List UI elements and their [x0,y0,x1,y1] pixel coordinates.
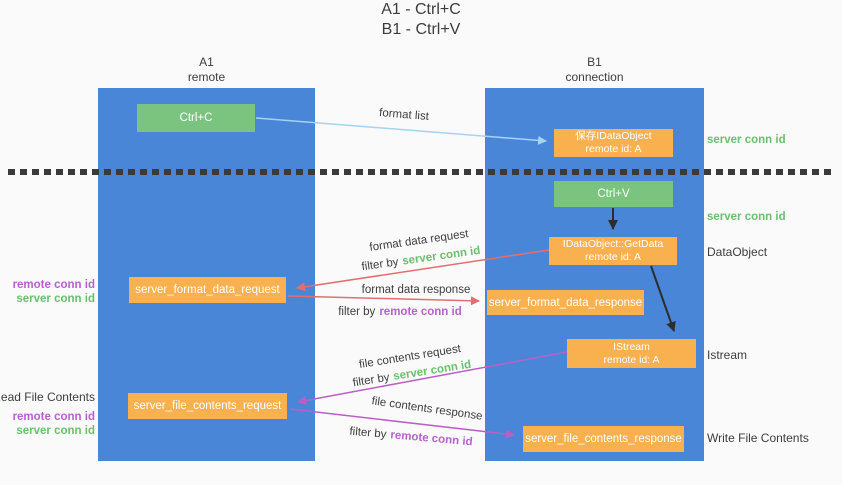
node-format-response-label: server_format_data_response [488,296,643,309]
node-getdata-line1: IDataObject::GetData [562,238,664,250]
arrow-format-request-to-response [287,295,480,306]
node-server-file-contents-response: server_file_contents_response [523,426,684,452]
edge-label-file-contents-response-text: file contents response [370,395,484,423]
label-server-conn-id-left-1: server conn id [16,293,95,305]
label-server-conn-id-top-right: server conn id [707,134,786,146]
lane-header-a1: A1 remote [98,55,315,85]
label-server-conn-id-left-2: server conn id [16,425,95,437]
node-server-format-data-response: server_format_data_response [487,290,644,315]
node-ctrl-v: Ctrl+V [554,181,673,207]
label-dataobject: DataObject [707,245,768,259]
filter-by-text: filter by [351,371,391,390]
edge-label-format-data-response: format data response [362,284,471,296]
node-istream-line2: remote id: A [603,353,660,366]
node-ctrl-c: Ctrl+C [137,104,255,132]
filter-by-text: filter by [338,306,376,318]
node-file-response-label: server_file_contents_response [525,433,682,445]
title-line-2: B1 - Ctrl+V [381,21,461,38]
node-file-request-label: server_file_contents_request [133,400,282,412]
remote-conn-id-text: remote conn id [379,306,462,318]
lane-header-b1: B1 connection [485,55,704,85]
edge-label-file-contents-response: file contents response [371,395,483,422]
lane-b1-name: B1 [587,55,602,69]
node-save-dataobject-line2: remote id: A [585,143,642,155]
lane-a1-name: A1 [199,55,214,69]
node-getdata-line2: remote id: A [584,251,642,263]
edge-label-format-data-response-text: format data response [361,284,471,296]
diagram-title: A1 - Ctrl+C B1 - Ctrl+V [0,0,842,40]
node-server-format-data-request: server_format_data_request [129,277,286,303]
label-read-file-contents: Read File Contents [0,390,95,404]
node-istream: IStream remote id: A [567,339,696,368]
node-istream-line1: IStream [613,340,650,353]
lane-a1-role: remote [187,70,226,84]
label-remote-conn-id-left-1: remote conn id [12,279,95,291]
filter-by-text: filter by [348,425,387,441]
label-server-conn-id-mid-right: server conn id [707,211,786,223]
node-ctrl-c-label: Ctrl+C [179,112,213,124]
lane-b1-role: connection [565,70,624,84]
node-idataobject-getdata: IDataObject::GetData remote id: A [549,237,677,265]
filter-by-text: filter by [360,256,400,274]
server-conn-id-text: server conn id [401,244,482,268]
node-server-file-contents-request: server_file_contents_request [128,393,287,419]
label-write-file-contents: Write File Contents [707,431,809,445]
label-istream: Istream [707,348,748,362]
edge-label-format-list: format list [379,107,430,123]
node-format-request-label: server_format_data_request [135,284,280,296]
session-divider-line [8,169,834,175]
node-ctrl-v-label: Ctrl+V [597,188,630,200]
edge-label-format-list-text: format list [378,107,430,123]
node-save-dataobject-line1: 保存IDataObject [575,130,652,142]
title-line-1: A1 - Ctrl+C [381,1,461,18]
remote-conn-id-text: remote conn id [389,429,474,449]
node-save-dataobject: 保存IDataObject remote id: A [554,129,673,157]
label-remote-conn-id-left-2: remote conn id [12,411,95,423]
